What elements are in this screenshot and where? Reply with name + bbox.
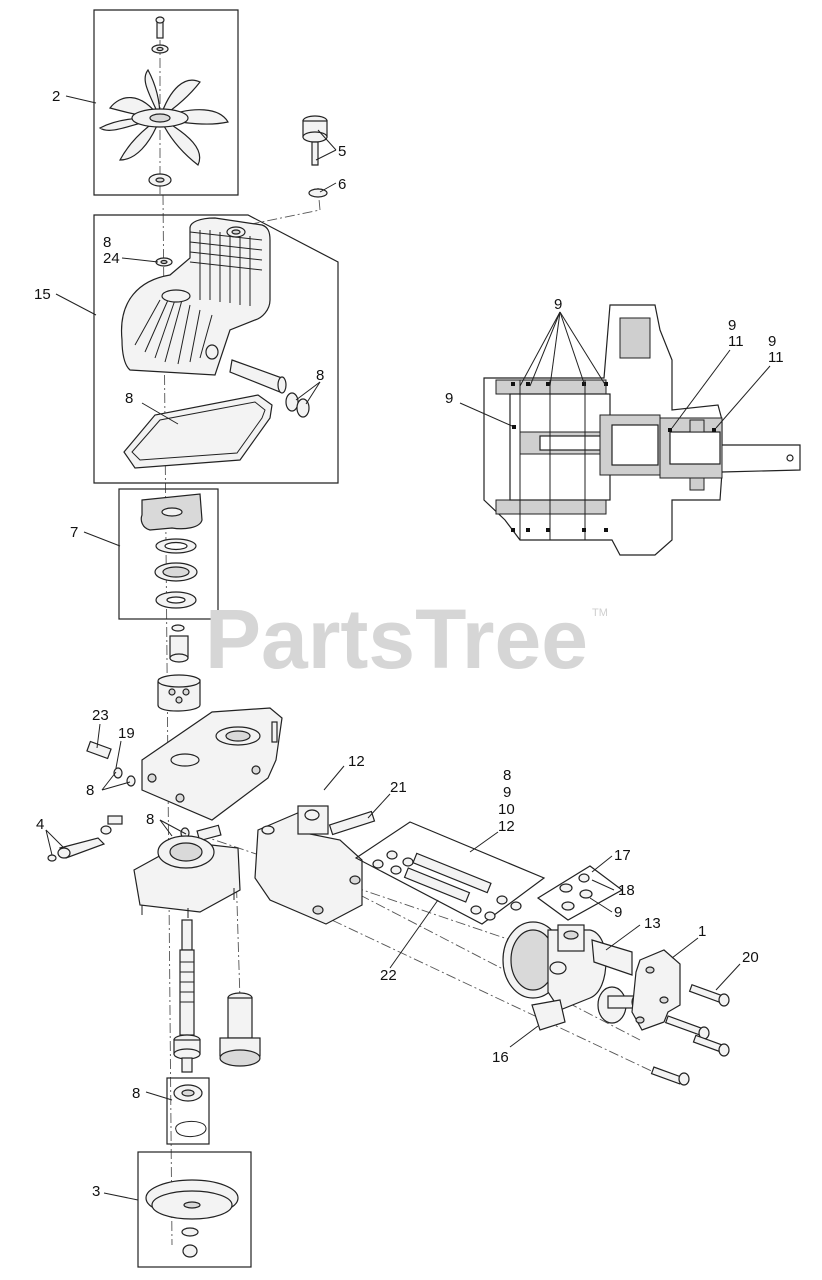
input-shaft xyxy=(173,919,201,1073)
center-section xyxy=(86,707,283,842)
callout-8-housing: 8 xyxy=(103,234,111,251)
callout-9-valve: 9 xyxy=(614,904,622,921)
callout-5: 5 xyxy=(338,143,346,160)
relief-valve-kit xyxy=(536,865,624,921)
pulley-assembly xyxy=(137,1151,252,1268)
callout-19: 19 xyxy=(118,725,135,742)
pump-cylinder-block xyxy=(157,624,201,712)
callout-8-swash: 8 xyxy=(146,811,154,828)
bypass-arm xyxy=(47,815,123,862)
callout-7: 7 xyxy=(70,524,78,541)
callout-15: 15 xyxy=(34,286,51,303)
callout-2: 2 xyxy=(52,88,60,105)
callout-8-seal: 8 xyxy=(132,1085,140,1102)
callout-17: 17 xyxy=(614,847,631,864)
callout-16: 16 xyxy=(492,1049,509,1066)
housing-assembly xyxy=(93,214,339,484)
callout-8-gasket: 8 xyxy=(125,390,133,407)
callout-stack-12: 12 xyxy=(498,818,515,835)
fill-cap-assembly xyxy=(302,115,328,198)
callout-24: 24 xyxy=(103,250,120,267)
callout-23: 23 xyxy=(92,707,109,724)
callout-9-section-r1: 9 xyxy=(728,317,736,334)
mounting-bracket xyxy=(631,949,681,1031)
cross-section-view xyxy=(483,304,801,556)
callout-6: 6 xyxy=(338,176,346,193)
callout-22: 22 xyxy=(380,967,397,984)
leader-lines xyxy=(45,95,771,1201)
callout-21: 21 xyxy=(390,779,407,796)
lower-housing xyxy=(133,835,241,918)
callout-11-section-r2: 11 xyxy=(768,349,784,366)
bolts xyxy=(650,983,730,1086)
watermark: PartsTree TM xyxy=(205,592,608,686)
callout-11-section-r1: 11 xyxy=(728,333,744,350)
callout-1: 1 xyxy=(698,923,706,940)
seal-retaining-ring xyxy=(166,1077,210,1145)
callout-4: 4 xyxy=(36,816,44,833)
watermark-brand: PartsTree xyxy=(205,592,588,686)
callout-9-section-top: 9 xyxy=(554,296,562,313)
callout-20: 20 xyxy=(742,949,759,966)
callout-labels: 2 5 6 8 24 15 8 8 7 9 9 9 11 9 11 23 19 … xyxy=(34,88,784,1200)
callout-8-shaft: 8 xyxy=(316,367,324,384)
callout-9-section-r2: 9 xyxy=(768,333,776,350)
bearing-assembly xyxy=(118,488,219,620)
callout-stack-8: 8 xyxy=(503,767,511,784)
fan-assembly xyxy=(93,9,239,196)
motor-housing xyxy=(254,805,376,925)
callout-12: 12 xyxy=(348,753,365,770)
callout-13: 13 xyxy=(644,915,661,932)
callout-8-valve: 8 xyxy=(86,782,94,799)
callout-9-section-left: 9 xyxy=(445,390,453,407)
filter-cartridge xyxy=(219,992,261,1067)
watermark-trademark: TM xyxy=(592,607,608,619)
callout-3: 3 xyxy=(92,1183,100,1200)
shaft-kit-assembly xyxy=(354,821,546,925)
callout-stack-10: 10 xyxy=(498,801,515,818)
callout-18: 18 xyxy=(618,882,635,899)
callout-stack-9: 9 xyxy=(503,784,511,801)
wheel-motor xyxy=(502,921,641,1031)
